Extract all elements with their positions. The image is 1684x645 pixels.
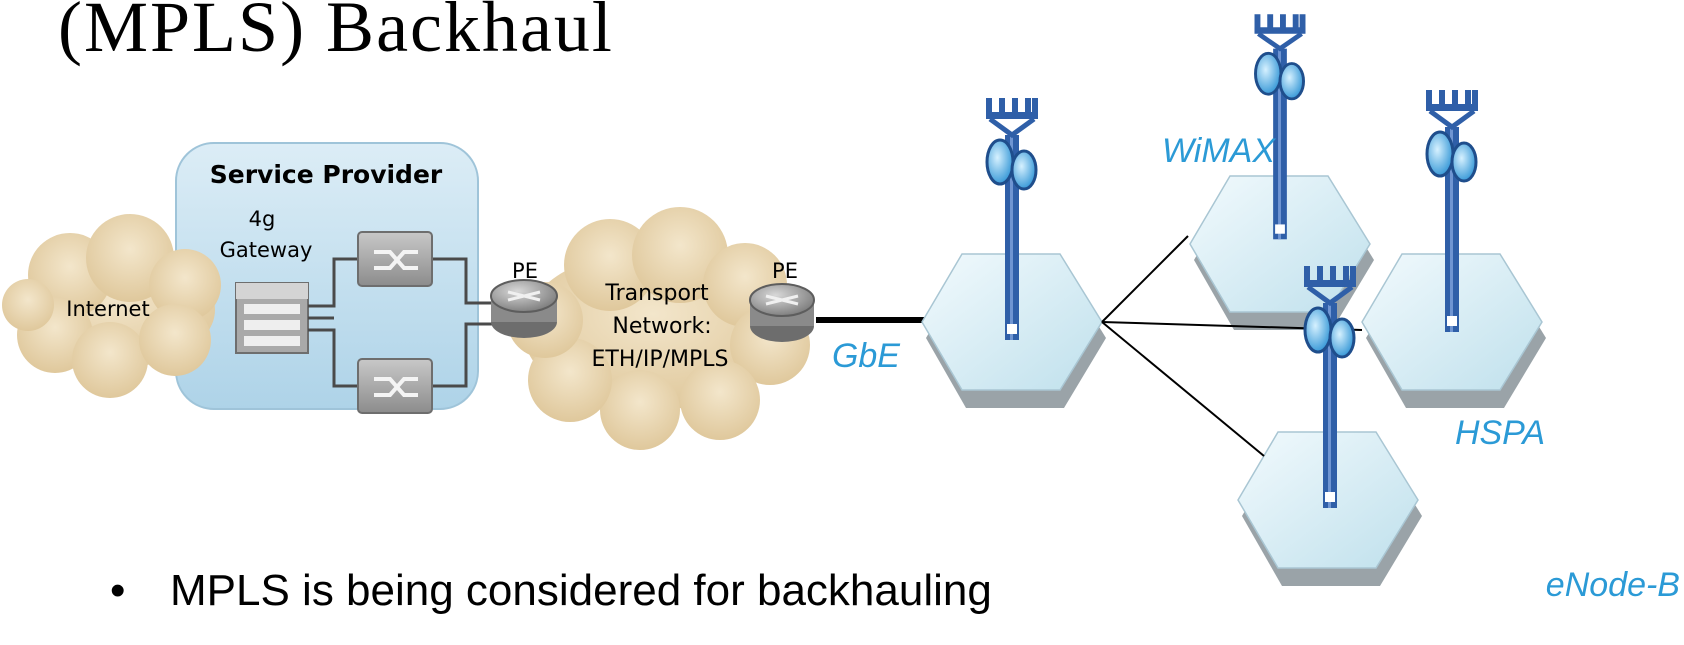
pe-router-left-icon [490,279,558,338]
bullet-item: • MPLS is being considered for backhaulin… [110,566,992,616]
slide-title: (MPLS) Backhaul [58,0,614,67]
switch-top-icon [357,231,433,287]
pe-router-right-icon [749,283,815,342]
pe-right-label: PE [772,259,798,283]
bullet-dot-icon: • [110,566,126,615]
hspa-label: HSPA [1455,414,1545,452]
gateway-label-line1: 4g [249,207,276,231]
provider-connection-lines [308,257,494,388]
pe-left-label: PE [512,259,538,283]
transport-line3: ETH/IP/MPLS [592,347,729,372]
wimax-label: WiMAX [1162,132,1276,170]
gateway-label-line2: Gateway [220,238,313,262]
service-provider-label: Service Provider [210,160,443,189]
gateway-server-icon [235,282,309,354]
transport-line2: Network: [612,314,711,339]
bullet-text: MPLS is being considered for backhauling [170,566,992,615]
transport-line1: Transport [604,281,709,306]
internet-label: Internet [66,297,149,321]
internet-cloud [2,214,221,398]
gbe-label: GbE [832,337,900,375]
enodeb-label: eNode-B [1546,566,1680,604]
switch-bottom-icon [357,358,433,414]
